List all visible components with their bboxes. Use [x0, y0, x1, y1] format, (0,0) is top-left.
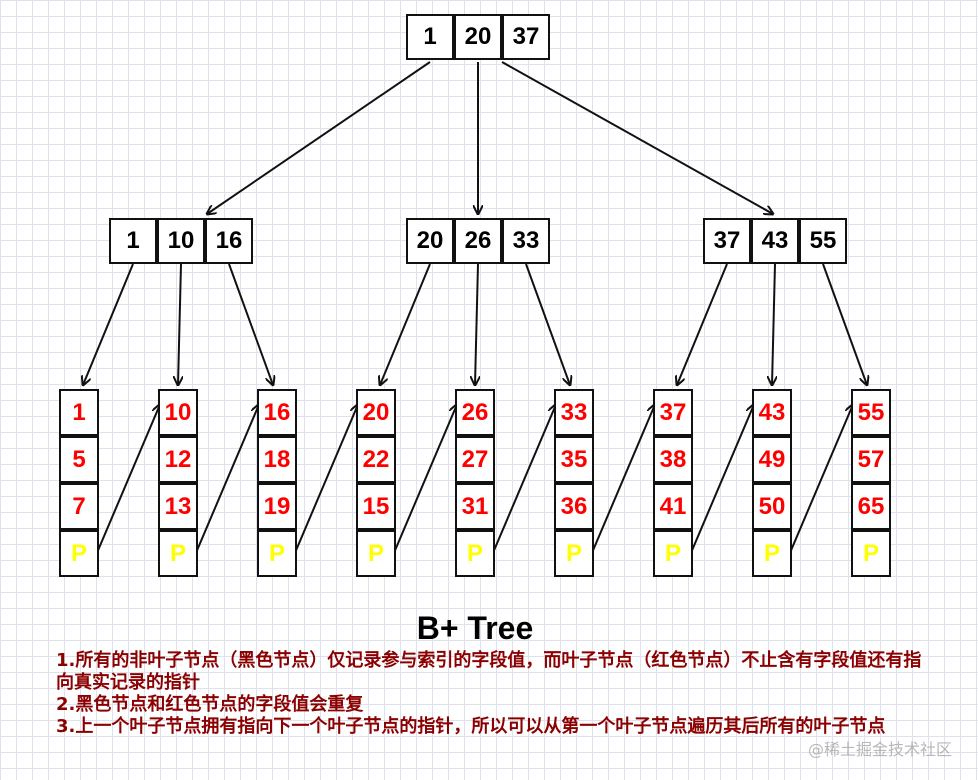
root-key: 1 [406, 14, 454, 60]
leaf-key: 26 [455, 389, 495, 436]
leaf-key: 55 [851, 389, 891, 436]
internal-key: 33 [502, 218, 550, 264]
leaf-key: 15 [356, 483, 396, 530]
leaf-link-arrow [688, 405, 754, 558]
leaf-key: 13 [158, 483, 198, 530]
leaf-key: 35 [554, 436, 594, 483]
leaf-link-arrow [193, 405, 259, 558]
leaf-pointer: P [158, 530, 198, 577]
watermark: @稀土掘金技术社区 [807, 740, 952, 759]
leaf-link-arrow [490, 405, 556, 558]
leaf-pointer: P [356, 530, 396, 577]
leaf-pointer: P [455, 530, 495, 577]
leaf-key: 12 [158, 436, 198, 483]
child-arrow [772, 263, 775, 385]
internal-key: 1 [109, 218, 157, 264]
leaf-key: 1 [59, 389, 99, 436]
leaf-pointer: P [257, 530, 297, 577]
root-key: 20 [454, 14, 502, 60]
leaf-key: 5 [59, 436, 99, 483]
child-arrow [380, 263, 431, 385]
leaf-link-arrow [292, 405, 358, 558]
leaf-key: 50 [752, 483, 792, 530]
leaf-key: 31 [455, 483, 495, 530]
child-arrow [83, 263, 134, 385]
leaf-pointer: P [752, 530, 792, 577]
leaf-key: 38 [653, 436, 693, 483]
child-arrow [677, 263, 728, 385]
diagram-title: B+ Tree [416, 610, 534, 646]
leaf-link-arrow [589, 405, 655, 558]
child-arrow [525, 263, 570, 385]
leaf-pointer: P [554, 530, 594, 577]
leaf-key: 65 [851, 483, 891, 530]
internal-key: 20 [406, 218, 454, 264]
internal-key: 16 [205, 218, 253, 264]
root-key: 37 [502, 14, 550, 60]
leaf-pointer: P [851, 530, 891, 577]
note-item: 1.所有的非叶子节点（黑色节点）仅记录参与索引的字段值，而叶子节点（红色节点）不… [56, 650, 922, 693]
note-item: 2.黑色节点和红色节点的字段值会重复 [56, 694, 364, 715]
note-item: 3.上一个叶子节点拥有指向下一个叶子节点的指针，所以可以从第一个叶子节点遍历其后… [56, 716, 886, 737]
internal-key: 55 [799, 218, 847, 264]
leaf-key: 57 [851, 436, 891, 483]
leaf-key: 41 [653, 483, 693, 530]
child-arrow [475, 263, 478, 385]
child-arrow [178, 263, 181, 385]
leaf-pointer: P [59, 530, 99, 577]
leaf-key: 20 [356, 389, 396, 436]
internal-key: 37 [703, 218, 751, 264]
leaf-key: 33 [554, 389, 594, 436]
leaf-pointer: P [653, 530, 693, 577]
root-child-arrow [501, 61, 773, 214]
leaf-link-arrow [787, 405, 853, 558]
leaf-key: 7 [59, 483, 99, 530]
internal-key: 26 [454, 218, 502, 264]
leaf-key: 16 [257, 389, 297, 436]
root-child-arrow [207, 61, 431, 214]
leaf-key: 22 [356, 436, 396, 483]
leaf-key: 37 [653, 389, 693, 436]
notes-list: 1.所有的非叶子节点（黑色节点）仅记录参与索引的字段值，而叶子节点（红色节点）不… [56, 650, 936, 738]
internal-key: 43 [751, 218, 799, 264]
leaf-key: 19 [257, 483, 297, 530]
leaf-key: 36 [554, 483, 594, 530]
child-arrow [822, 263, 867, 385]
child-arrow [228, 263, 273, 385]
internal-key: 10 [157, 218, 205, 264]
leaf-key: 49 [752, 436, 792, 483]
leaf-key: 43 [752, 389, 792, 436]
leaf-key: 10 [158, 389, 198, 436]
leaf-link-arrow [391, 405, 457, 558]
leaf-key: 18 [257, 436, 297, 483]
leaf-link-arrow [94, 405, 160, 558]
leaf-key: 27 [455, 436, 495, 483]
tree-diagram [0, 61, 978, 558]
